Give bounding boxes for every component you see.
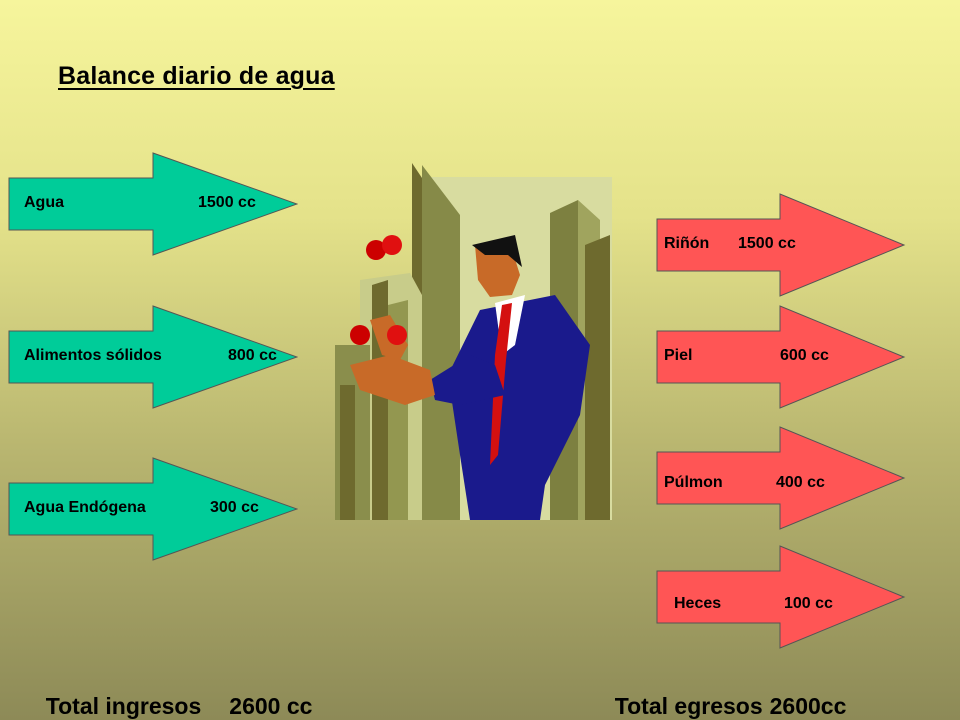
input-value: 1500 cc (198, 194, 256, 211)
output-label: Riñón (664, 235, 710, 252)
output-value: 400 cc (776, 474, 825, 491)
input-label: Alimentos sólidos (24, 347, 162, 364)
output-value: 600 cc (780, 347, 829, 364)
arrow-shape (656, 426, 906, 530)
output-value: 100 cc (784, 595, 833, 612)
juggler-illustration (330, 155, 620, 530)
output-label: Púlmon (664, 474, 723, 491)
arrow-shape (656, 305, 906, 409)
output-arrow-pulmon: Púlmon 400 cc (656, 426, 906, 530)
arrow-shape (656, 193, 906, 297)
slide-title: Balance diario de agua (58, 62, 335, 90)
input-arrow-alimentos: Alimentos sólidos 800 cc (8, 305, 298, 409)
arrow-shape (656, 545, 906, 649)
input-value: 300 cc (210, 499, 259, 516)
arrow-shape (8, 152, 298, 256)
input-arrow-agua: Agua 1500 cc (8, 152, 298, 256)
input-label: Agua (24, 194, 64, 211)
output-arrow-rinon: Riñón 1500 cc (656, 193, 906, 297)
total-egresos-label: Total egresos (614, 693, 763, 719)
total-ingresos: Total ingresos 2600 cc (33, 666, 313, 720)
input-value: 800 cc (228, 347, 277, 364)
arrow-shape (8, 457, 298, 561)
businessman-clipart (335, 163, 612, 520)
output-label: Piel (664, 347, 693, 364)
total-egresos-value: 2600cc (769, 693, 847, 719)
output-label: Heces (674, 595, 722, 612)
input-arrow-endogena: Agua Endógena 300 cc (8, 457, 298, 561)
input-label: Agua Endógena (24, 499, 146, 516)
output-arrow-piel: Piel 600 cc (656, 305, 906, 409)
arrow-shape (8, 305, 298, 409)
output-arrow-heces: Heces 100 cc (656, 545, 906, 649)
output-value: 1500 cc (738, 235, 796, 252)
total-ingresos-value: 2600 cc (229, 693, 313, 719)
total-ingresos-label: Total ingresos (45, 693, 202, 719)
